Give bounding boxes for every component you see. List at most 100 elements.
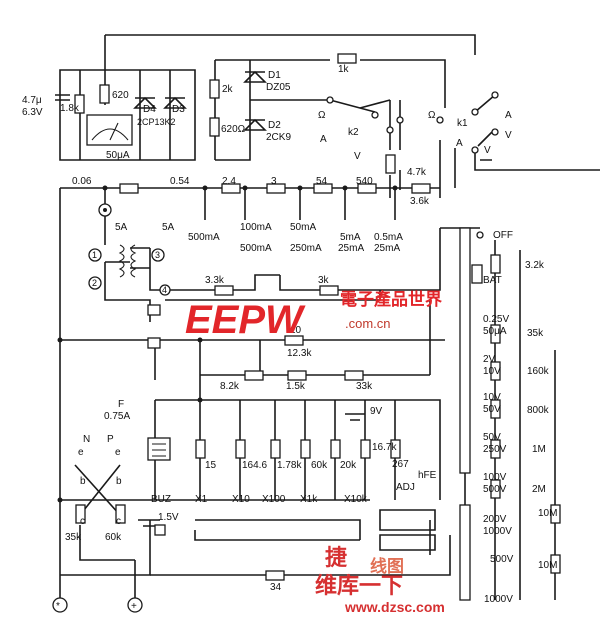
label-n: N <box>83 434 90 445</box>
label-r20k: 20k <box>340 460 357 471</box>
label-r1.78k: 1.78k <box>277 460 302 471</box>
resistor-15 <box>195 439 206 459</box>
label-v: V <box>354 151 361 162</box>
resistor-1M <box>490 439 501 459</box>
terminal-2-icon <box>88 276 102 290</box>
label-v-2: V <box>505 130 512 141</box>
label-9v: 9V <box>370 406 383 417</box>
label-r12.3k: 12.3k <box>287 348 312 359</box>
label-r164.6: 164.6 <box>242 460 267 471</box>
watermarks: EEPW 電子產品世界 .com.cn 捷 线图 维库一下 www.dzsc.c… <box>185 289 445 615</box>
label-5a-b: 5A <box>162 222 175 233</box>
label-r35k: 35k <box>527 328 544 339</box>
range-switch-bar <box>459 227 471 474</box>
resistor-164.6 <box>235 439 246 459</box>
slider-icon <box>471 264 483 284</box>
label-0.5ma: 0.5mA <box>374 232 403 243</box>
jack-icon <box>147 304 161 316</box>
label-500ma: 500mA <box>188 232 220 243</box>
label-r800k: 800k <box>527 405 550 416</box>
label-r4.7k: 4.7k <box>407 167 427 178</box>
label-r1m: 1M <box>532 444 546 455</box>
label-2v: 2V <box>483 354 496 365</box>
label-v-3: V <box>484 145 491 156</box>
watermark-weiku: 维库一下 <box>315 573 403 598</box>
label-500ma-b: 500mA <box>240 243 272 254</box>
label-adj: ADJ <box>396 482 415 493</box>
label-50v-b: 50V <box>483 432 501 443</box>
label-r3.6k: 3.6k <box>410 196 430 207</box>
label-s54: 54 <box>316 176 328 187</box>
resistor-34 <box>265 570 285 581</box>
resistor-10M <box>550 504 561 524</box>
resistor-4.7k <box>385 154 396 174</box>
label-1000v: 1000V <box>483 526 512 537</box>
label-a-2: A <box>505 110 512 121</box>
resistor-267 <box>390 439 401 459</box>
label-250v: 250V <box>483 444 507 455</box>
resistor-2k <box>209 79 220 99</box>
label-off: OFF <box>493 230 513 241</box>
resistor-8.2k <box>244 370 264 381</box>
label-e-2: e <box>115 447 121 458</box>
label-n2: 2 <box>92 278 97 288</box>
resistor-60k <box>300 439 311 459</box>
watermark-dzsc: www.dzsc.com <box>344 599 445 615</box>
resistor-620ohm <box>209 117 220 137</box>
label-25ma-b: 25mA <box>374 243 400 254</box>
label-r15: 15 <box>205 460 217 471</box>
label-k2: k2 <box>348 127 359 138</box>
label-buz: BUZ <box>151 494 171 505</box>
label-r2k: 2k <box>222 84 234 95</box>
resistor-33k <box>344 370 364 381</box>
label-s540: 540 <box>356 176 373 187</box>
resistor-1k <box>337 53 357 64</box>
label-200v: 200V <box>483 514 507 525</box>
label-x1k: X1k <box>300 494 318 505</box>
label-d3: D3 <box>172 104 185 115</box>
label-r60k: 60k <box>311 460 328 471</box>
meter-icon <box>86 114 133 146</box>
label-cap-v: 6.3V <box>22 107 43 118</box>
label-x1: X1 <box>195 494 208 505</box>
resistor-2.4 <box>221 183 241 194</box>
label-r35k-b: 35k <box>65 532 82 543</box>
label-hfe: hFE <box>418 470 437 481</box>
label-1.5v: 1.5V <box>158 512 179 523</box>
label-100v: 100V <box>483 472 507 483</box>
label-meter: 50μA <box>106 150 130 161</box>
resistor-1.8k <box>74 94 85 114</box>
label-r3k: 3k <box>318 275 330 286</box>
label-10v-b: 10V <box>483 392 501 403</box>
label-c: c <box>80 516 85 527</box>
label-cap: 4.7μ <box>22 95 42 106</box>
label-r1k: 1k <box>338 64 350 75</box>
label-5a: 5A <box>115 222 128 233</box>
label-r1.5k: 1.5k <box>286 381 306 392</box>
label-s054: 0.54 <box>170 176 190 187</box>
label-b-2: b <box>116 476 122 487</box>
terminal-1-icon <box>88 248 102 262</box>
label-r267: 267 <box>392 459 409 470</box>
resistor-10M-2 <box>550 554 561 574</box>
label-d2: D2 <box>268 120 281 131</box>
label-50ma: 50mA <box>290 222 316 233</box>
label-r2m: 2M <box>532 484 546 495</box>
resistor-3k <box>319 285 339 296</box>
label-dtype: 2CP13K2 <box>137 117 176 127</box>
labels: 1k 4.7μ 6.3V 620 1.8k 50μA D4 D3 2CP13K2… <box>22 64 557 612</box>
terminal-3-icon <box>151 248 165 262</box>
label-ck9: 2CK9 <box>266 132 291 143</box>
label-r10m-2: 10M <box>538 560 557 571</box>
watermark-eepw: EEPW <box>185 298 306 342</box>
label-s3: 3 <box>271 176 277 187</box>
label-fuse: F <box>118 399 124 410</box>
jack-icon-2 <box>147 337 161 349</box>
terminal-4-icon <box>159 284 171 296</box>
label-r33k: 33k <box>356 381 373 392</box>
label-1000v-b: 1000V <box>484 594 513 605</box>
resistor-0.54 <box>119 183 139 194</box>
label-a: A <box>320 134 327 145</box>
resistor-54 <box>313 183 333 194</box>
label-r8.2k: 8.2k <box>220 381 240 392</box>
